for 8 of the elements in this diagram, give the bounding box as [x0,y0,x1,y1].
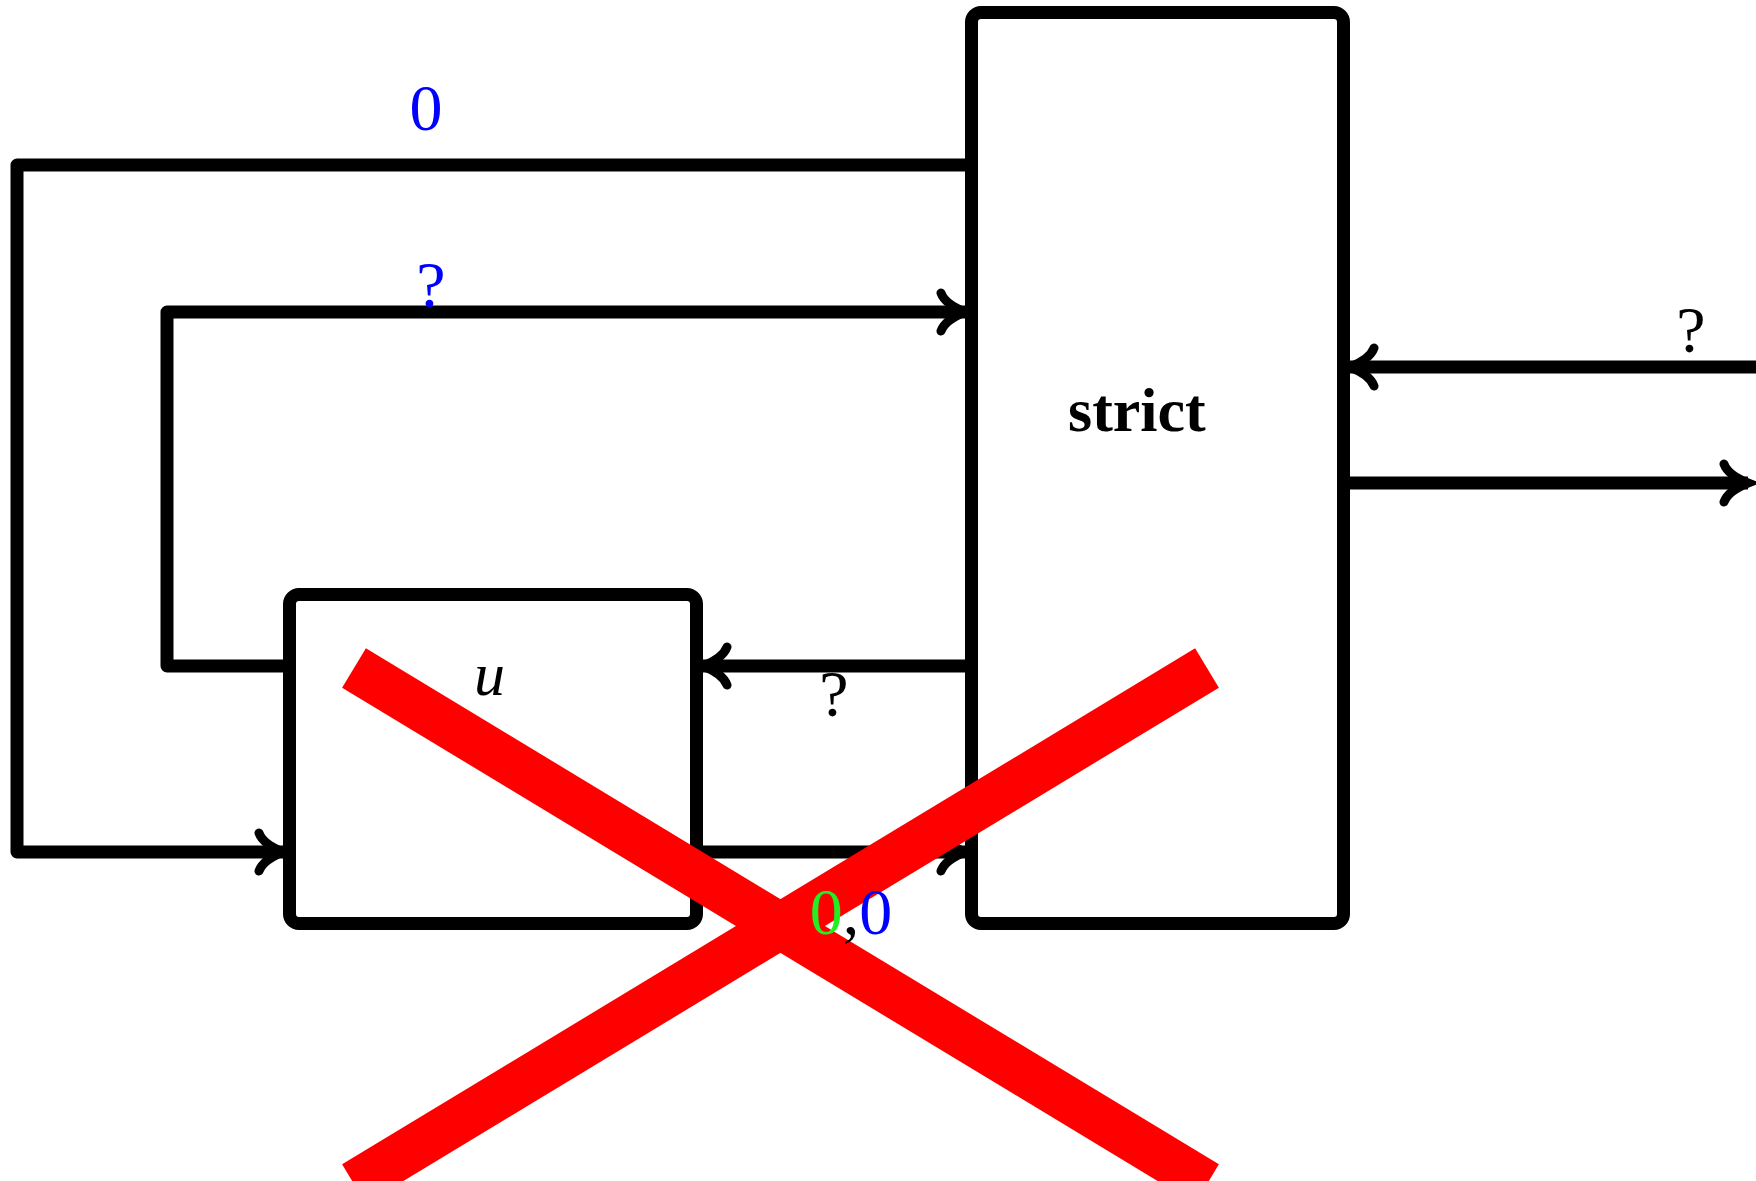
edge-label: 0,0 [809,879,893,945]
edge-label: 0 [409,75,443,141]
node-label: strict [1068,379,1206,441]
edge-label: ? [416,252,446,318]
process-box [965,6,1350,930]
edge-label: ? [819,661,849,727]
node-label: u [474,643,505,705]
edge-label: ? [1676,297,1706,363]
